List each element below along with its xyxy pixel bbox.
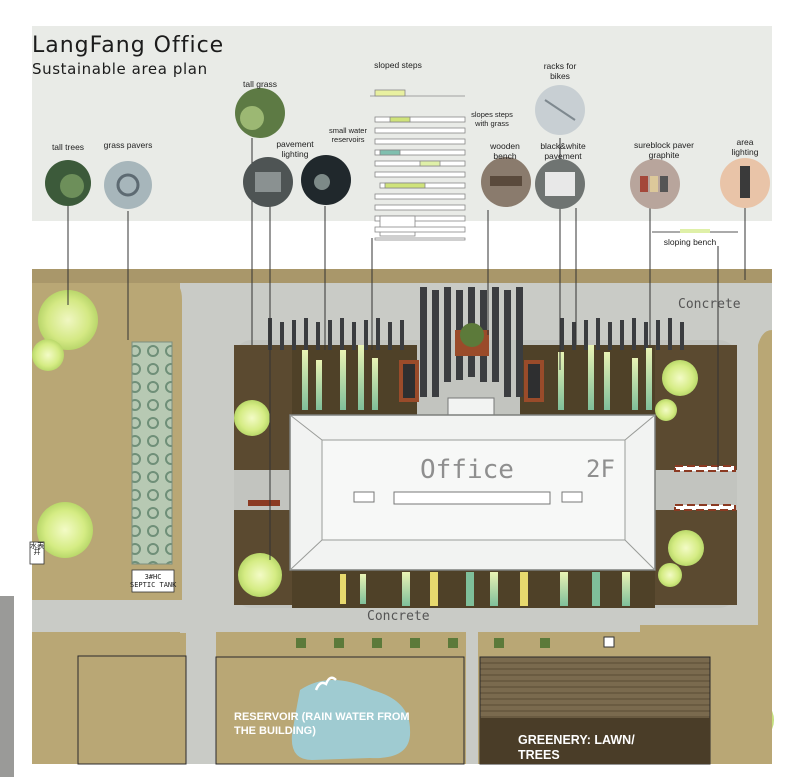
building-name: Office — [420, 455, 514, 485]
grass-paver-strip — [131, 341, 173, 565]
label-concrete-bottom: Concrete — [367, 609, 430, 624]
label-sloping-bench: sloping bench — [663, 237, 717, 247]
label-greenery: GREENERY: LAWN/ TREES — [518, 733, 635, 762]
label-concrete-top: Concrete — [678, 297, 741, 312]
label-tall-grass: tall grass — [242, 79, 277, 89]
label-water-meter: 水表井 — [30, 543, 44, 556]
office-building — [289, 414, 656, 571]
reservoir-pond — [291, 680, 411, 760]
page-subtitle: Sustainable area plan — [32, 60, 208, 78]
label-wooden-bench: wooden bench — [490, 141, 520, 161]
label-slopes-steps-grass: slopes steps with grass — [471, 110, 513, 128]
label-sureblock-paver: sureblock paver graphite — [633, 140, 694, 160]
label-sloped-steps: sloped steps — [374, 60, 422, 70]
sloped-steps-elevation — [370, 89, 466, 241]
building-floor: 2F — [586, 455, 615, 483]
label-small-water-reservoirs: small water reservoirs — [329, 126, 367, 144]
label-bw-pavement: black&white pavement — [540, 141, 586, 161]
label-reservoir: RESERVOIR (RAIN WATER FROM THE BUILDING) — [234, 711, 410, 737]
page-title: LangFang Office — [32, 33, 225, 58]
label-tall-trees: tall trees — [51, 142, 85, 152]
grass-slope-strips — [302, 345, 652, 410]
label-pavement-lighting: pavement lighting — [276, 139, 314, 159]
label-septic-tank: 3#HC SEPTIC TANK — [130, 573, 177, 589]
legend-swatches — [45, 85, 770, 209]
label-grass-pavers: grass pavers — [103, 140, 153, 150]
label-area-lighting: area lighting — [731, 137, 759, 157]
label-racks-for-bikes: racks for bikes — [543, 61, 577, 81]
